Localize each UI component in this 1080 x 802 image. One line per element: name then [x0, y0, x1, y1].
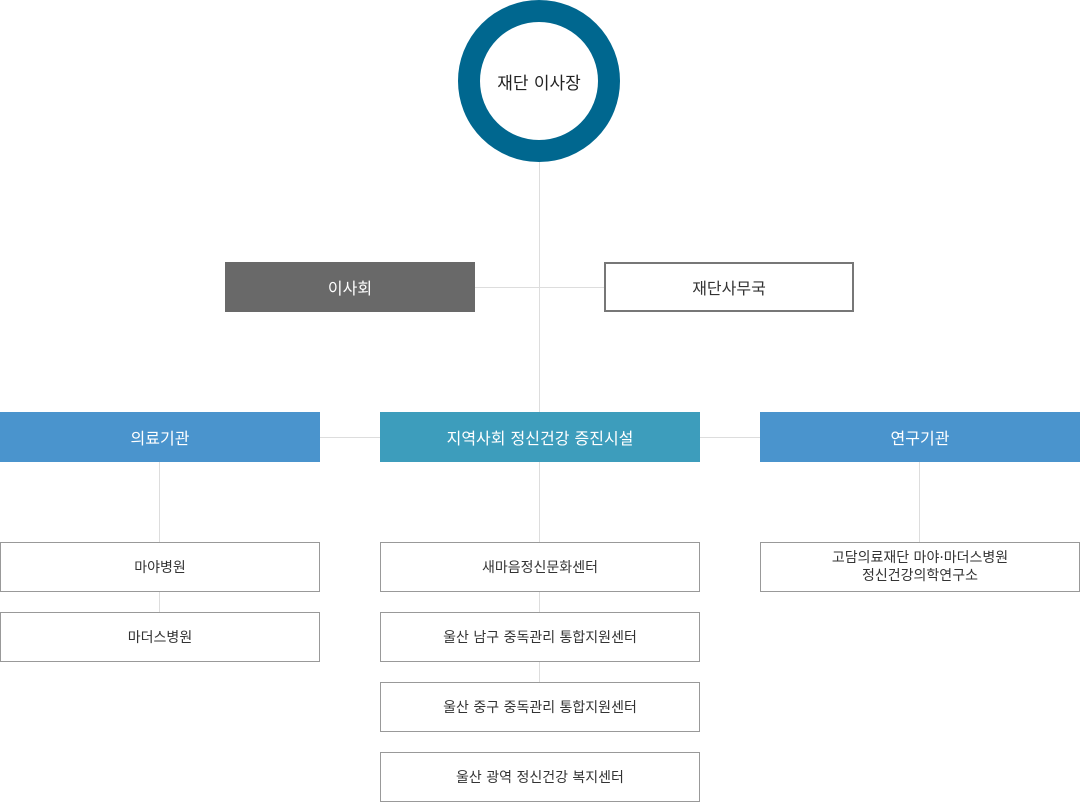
item-label-line-2: 정신건강의학연구소	[862, 568, 978, 584]
facility-item-namgu: 울산 남구 중독관리 통합지원센터	[380, 612, 700, 662]
item-label: 새마음정신문화센터	[482, 560, 598, 576]
board-node: 이사회	[225, 262, 475, 312]
research-column-connector	[919, 462, 920, 542]
research-institutions-label: 연구기관	[890, 429, 950, 448]
item-label: 울산 남구 중독관리 통합지원센터	[443, 630, 637, 646]
chairman-node: 재단 이사장	[458, 0, 620, 162]
facility-item-saemaeum: 새마음정신문화센터	[380, 542, 700, 592]
research-connector	[700, 437, 760, 438]
board-label: 이사회	[327, 279, 373, 298]
research-institutions-node: 연구기관	[760, 412, 1080, 462]
item-label: 울산 중구 중독관리 통합지원센터	[443, 700, 637, 716]
facility-item-junggu: 울산 중구 중독관리 통합지원센터	[380, 682, 700, 732]
medical-connector	[320, 437, 380, 438]
hospital-item-maya: 마야병원	[0, 542, 320, 592]
board-secretariat-connector	[475, 287, 604, 288]
chairman-to-facilities-connector	[539, 160, 540, 412]
community-facilities-node: 지역사회 정신건강 증진시설	[380, 412, 700, 462]
facility-item-metropolitan: 울산 광역 정신건강 복지센터	[380, 752, 700, 802]
secretariat-node: 재단사무국	[604, 262, 854, 312]
community-facilities-label: 지역사회 정신건강 증진시설	[446, 429, 634, 448]
chairman-label: 재단 이사장	[497, 73, 581, 94]
medical-institutions-node: 의료기관	[0, 412, 320, 462]
secretariat-label: 재단사무국	[692, 279, 766, 298]
hospital-item-mothers: 마더스병원	[0, 612, 320, 662]
research-item-institute: 고담의료재단 마야·마더스병원 정신건강의학연구소	[760, 542, 1080, 592]
item-label: 울산 광역 정신건강 복지센터	[456, 770, 624, 786]
item-label: 마야병원	[134, 560, 186, 576]
item-label-line-1: 고담의료재단 마야·마더스병원	[831, 550, 1009, 566]
item-label: 마더스병원	[127, 630, 193, 646]
medical-institutions-label: 의료기관	[130, 429, 190, 448]
medical-column-connector	[159, 462, 160, 612]
